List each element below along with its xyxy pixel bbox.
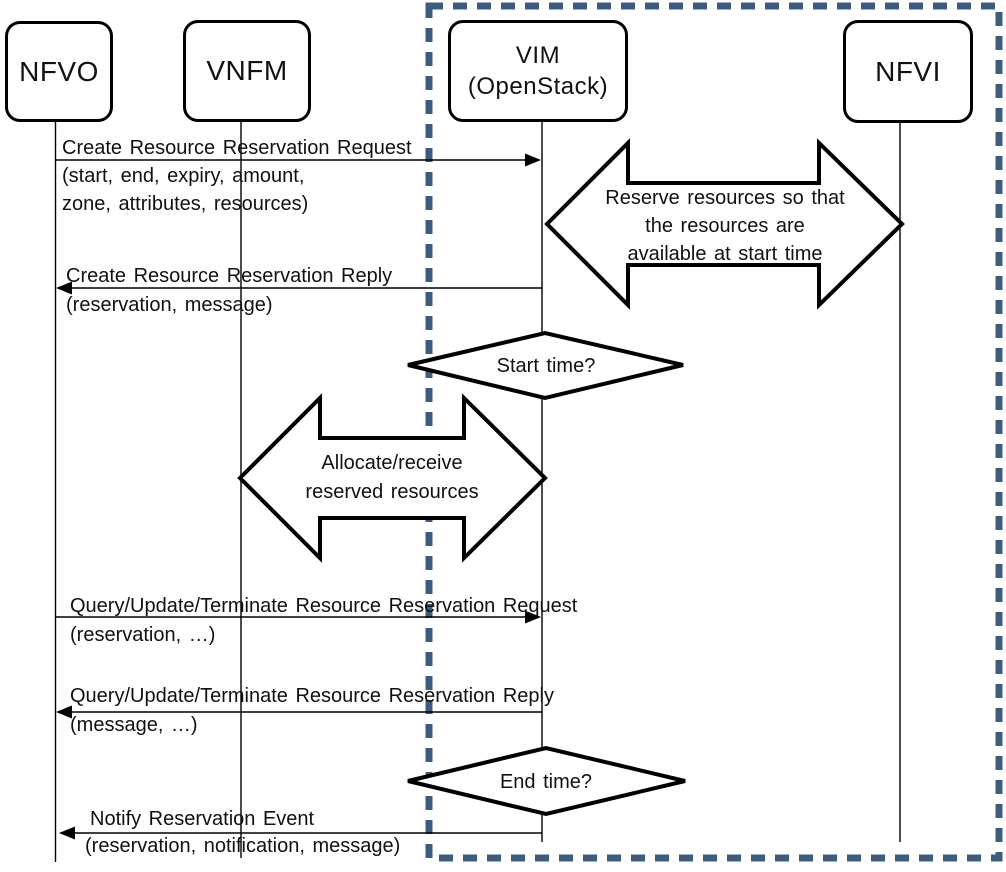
diamond-end-time: [407, 745, 686, 817]
activity-allocate-receive-label: Allocate/receive reserved resources: [252, 449, 532, 507]
message-line: (reservation, …): [70, 624, 216, 646]
scope-boundary-dashed-box: [425, 2, 1003, 862]
actor-label-vnfm: VNFM: [206, 55, 288, 86]
message-query-reply-label: Query/Update/Terminate Resource Reservat…: [70, 682, 554, 740]
arrow-create-resource-reservation-reply: [56, 281, 542, 295]
activity-line: the resources are: [645, 215, 805, 237]
message-query-request-label: Query/Update/Terminate Resource Reservat…: [70, 592, 577, 650]
diamond-start-time: [407, 330, 684, 401]
actor-box-vim: VIM (OpenStack): [448, 20, 628, 122]
message-line: Query/Update/Terminate Resource Reservat…: [70, 685, 554, 707]
message-line: (start, end, expiry, amount,: [62, 165, 305, 187]
activity-line: available at start time: [627, 243, 823, 265]
message-line: Query/Update/Terminate Resource Reservat…: [70, 595, 578, 617]
actor-box-nfvi: NFVI: [843, 20, 973, 123]
message-line: zone, attributes, resources): [62, 193, 309, 215]
activity-reserve-resources-label: Reserve resources so that the resources …: [565, 184, 885, 268]
arrow-query-update-terminate-request: [55, 610, 541, 624]
actor-label-vim: VIM: [515, 42, 561, 69]
condition-start-time-label: Start time?: [496, 355, 596, 377]
condition-end-time-label: End time?: [499, 771, 593, 793]
actor-label-nfvo: NFVO: [19, 55, 99, 87]
message-notify-event-label: Notify Reservation Event (reservation, n…: [85, 806, 400, 860]
actor-sublabel-vim: (OpenStack): [467, 73, 609, 100]
activity-line: Reserve resources so that: [605, 187, 845, 209]
message-line: Create Resource Reservation Reply: [66, 265, 393, 287]
arrow-create-resource-reservation-request: [55, 153, 541, 167]
activity-line: reserved resources: [305, 481, 479, 503]
double-arrow-reserve-resources: [544, 138, 905, 310]
message-line: Notify Reservation Event: [90, 808, 315, 830]
activity-line: Allocate/receive: [321, 452, 463, 474]
message-line: (reservation, notification, message): [85, 835, 401, 857]
message-line: (reservation, message): [66, 294, 273, 316]
double-arrow-allocate-receive: [237, 393, 548, 563]
actor-box-nfvo: NFVO: [5, 21, 113, 122]
actor-box-vnfm: VNFM: [183, 20, 311, 122]
message-create-reply-label: Create Resource Reservation Reply (reser…: [66, 262, 392, 320]
actor-label-nfvi: NFVI: [875, 55, 941, 87]
message-line: Create Resource Reservation Request: [62, 137, 412, 159]
arrow-query-update-terminate-reply: [56, 705, 542, 719]
message-line: (message, …): [70, 714, 198, 736]
arrow-notify-reservation-event: [59, 826, 542, 840]
message-create-request-label: Create Resource Reservation Request (sta…: [62, 134, 412, 218]
